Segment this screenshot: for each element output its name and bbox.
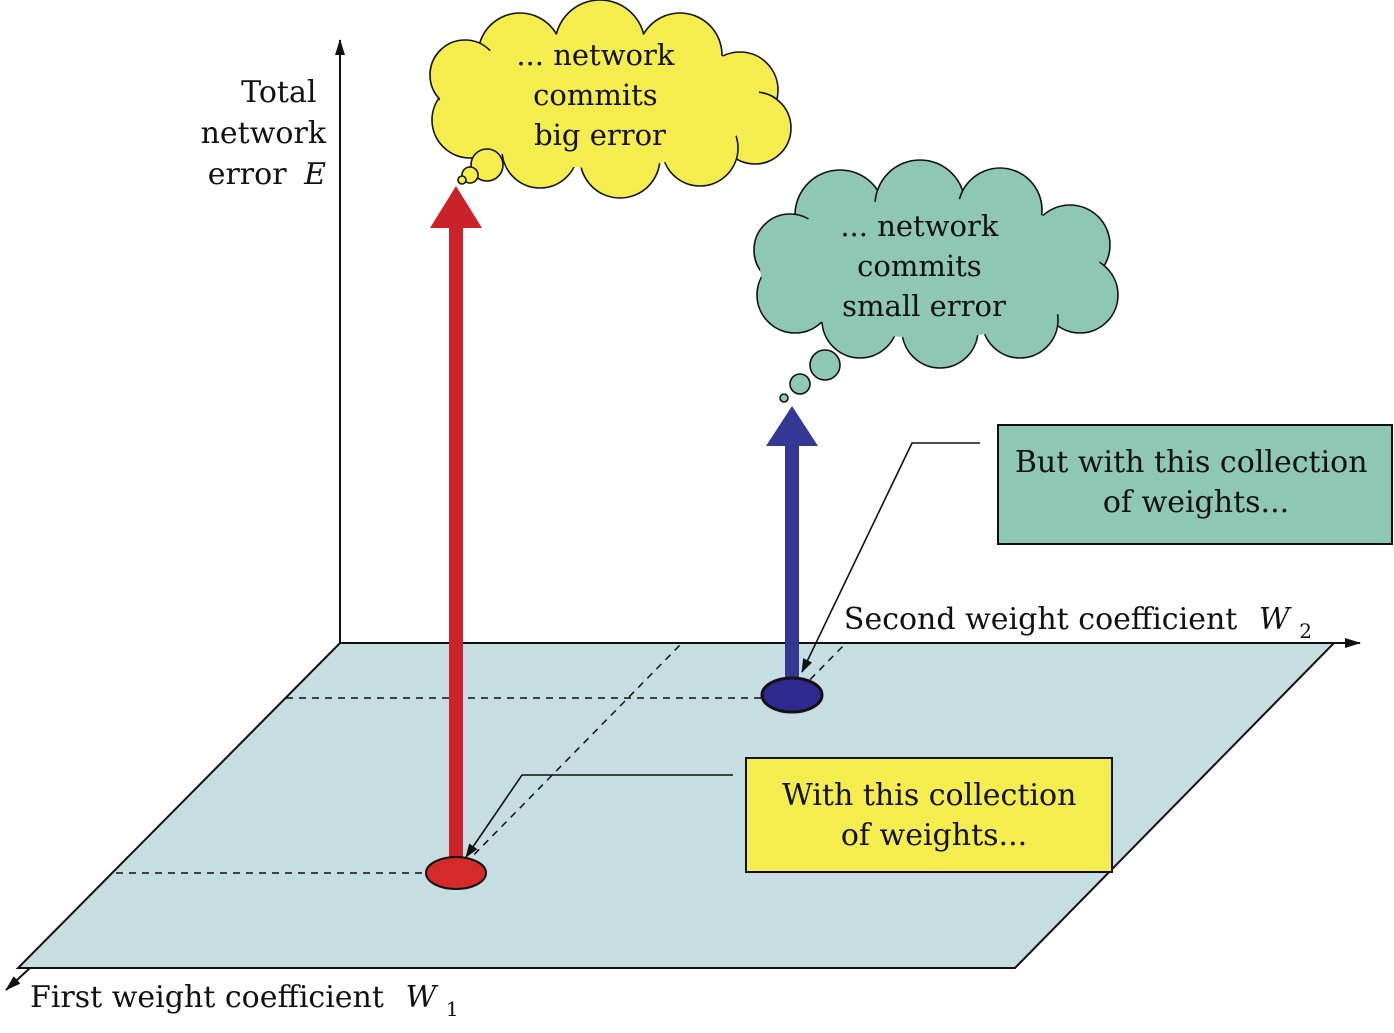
big-error-cloud: ... network commits big error xyxy=(429,0,792,199)
yellow-callout-leader xyxy=(465,774,733,858)
svg-text:But with this collection o: But with this collection of weights... xyxy=(1015,445,1377,520)
projection-line-red-w1 xyxy=(455,642,683,874)
green-callout-line-2: of weights... xyxy=(1103,485,1289,520)
small-cloud-bubble-small xyxy=(779,393,789,403)
small-cloud-bubble-medium xyxy=(789,373,811,395)
small-error-cloud: ... network commits small error xyxy=(753,159,1119,403)
big-cloud-bubble-large xyxy=(470,148,504,182)
small-cloud-line-1: ... network xyxy=(840,209,999,243)
second-weight-axis-subscript: 2 xyxy=(1299,619,1312,643)
yellow-callout-line-2: of weights... xyxy=(841,818,1027,853)
weight-plane xyxy=(15,642,1337,969)
red-weight-point xyxy=(425,856,487,890)
error-axis-label-line-3: error xyxy=(208,157,287,192)
red-arrow-shaft xyxy=(449,224,463,864)
red-arrow-head xyxy=(430,186,482,228)
error-axis-label-line-1: Total xyxy=(241,75,316,110)
second-weight-axis-symbol: W xyxy=(1259,602,1292,637)
svg-text:Second weight coefficient: Second weight coefficient W 2 xyxy=(844,602,1312,643)
small-cloud-bubble-large xyxy=(809,349,841,381)
blue-arrow-shaft xyxy=(785,442,799,690)
error-axis-symbol: E xyxy=(303,157,326,192)
error-axis-label-line-2: network xyxy=(201,116,327,151)
small-cloud-line-3: small error xyxy=(842,289,1006,323)
first-weight-axis-label: First weight coefficient xyxy=(30,980,384,1015)
svg-text:With this collection of we: With this collection of weights... xyxy=(782,778,1086,853)
green-callout-box xyxy=(997,424,1393,545)
green-callout-line-1: But with this collection xyxy=(1015,445,1368,480)
big-cloud-line-1: ... network xyxy=(516,38,675,72)
blue-weight-point xyxy=(760,676,824,714)
blue-arrow-head xyxy=(766,406,818,446)
svg-text:Total network: Total network xyxy=(201,75,327,151)
yellow-callout-line-1: With this collection xyxy=(782,778,1076,813)
svg-text:First weight coefficient W: First weight coefficient W 1 xyxy=(30,980,459,1021)
yellow-callout-box xyxy=(745,757,1113,873)
first-weight-axis xyxy=(5,967,31,991)
big-cloud-bubble-small xyxy=(457,175,467,185)
big-cloud-line-3: big error xyxy=(534,118,666,152)
first-weight-axis-subscript: 1 xyxy=(446,997,459,1021)
green-callout-leader xyxy=(801,442,980,673)
svg-text:... network commits: ... network commits small error xyxy=(840,209,1007,323)
svg-text:error E: error E xyxy=(208,157,326,192)
first-weight-axis-symbol: W xyxy=(405,980,438,1015)
second-weight-axis-label: Second weight coefficient xyxy=(844,602,1237,637)
big-cloud-line-2: commits xyxy=(533,78,658,112)
small-cloud-line-2: commits xyxy=(857,249,982,283)
svg-text:... network commits: ... network commits big error xyxy=(516,38,683,152)
